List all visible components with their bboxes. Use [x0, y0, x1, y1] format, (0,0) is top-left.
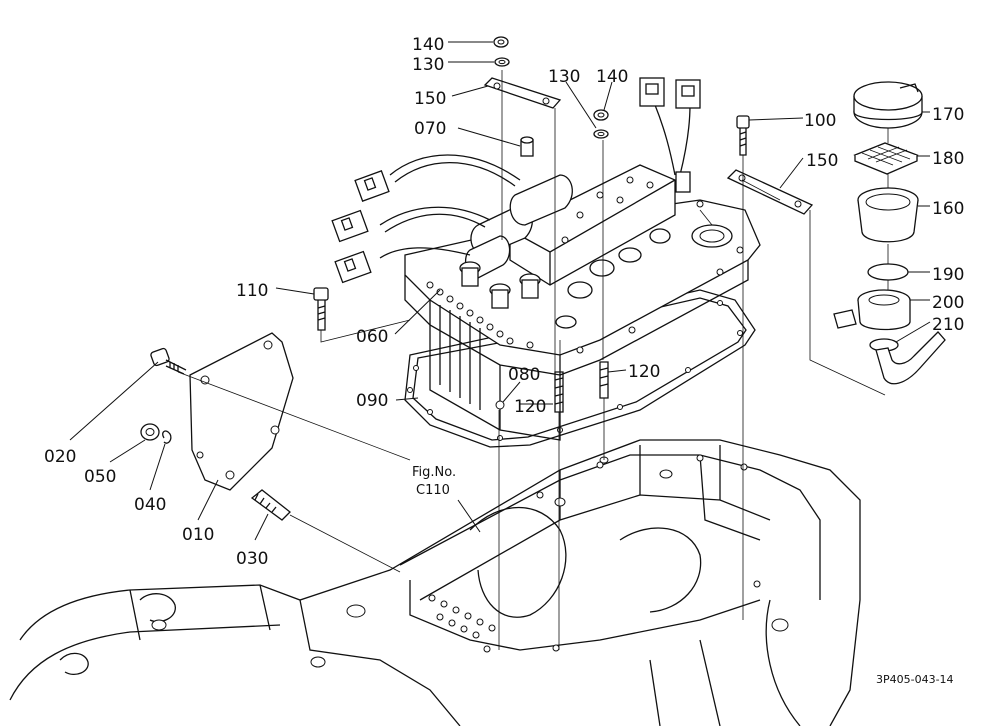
- callout-030: 030: [236, 549, 268, 569]
- wiring-harness: [379, 104, 691, 259]
- callout-190: 190: [932, 265, 964, 285]
- callout-160: 160: [932, 199, 964, 219]
- adapter-200: [833, 289, 911, 331]
- plug-070: [520, 136, 534, 157]
- callout-170: 170: [932, 105, 964, 125]
- plate-150-left: [483, 77, 562, 109]
- callout-120-right: 120: [628, 362, 660, 382]
- leader-lines: [69, 41, 931, 650]
- valve-fittings: [459, 228, 671, 309]
- callout-130-left: 130: [412, 55, 444, 75]
- callout-120-left: 120: [514, 397, 546, 417]
- callout-140-right: 140: [596, 67, 628, 87]
- nut-050: [140, 423, 160, 441]
- o-ring-190: [867, 263, 909, 281]
- stud-030: [250, 489, 291, 521]
- callout-210: 210: [932, 315, 964, 335]
- callout-070: 070: [414, 119, 446, 139]
- connector-left-2: [331, 209, 369, 243]
- figure-reference: Fig.No. C110: [412, 465, 456, 498]
- valve-body-holes: [426, 200, 744, 354]
- connector-top-1: [639, 77, 665, 107]
- washer-130-right: [593, 129, 609, 139]
- drawing-code: 3P405-043-14: [876, 673, 954, 686]
- cap-170: [853, 81, 923, 129]
- cover-plate-010: [189, 332, 294, 491]
- transmission-housing: [9, 439, 861, 726]
- bolt-020: [150, 347, 187, 375]
- nut-140-left: [493, 36, 509, 48]
- bolt-110: [313, 287, 329, 331]
- callout-060: 060: [356, 327, 388, 347]
- washer-130-left: [494, 57, 510, 67]
- callout-200: 200: [932, 293, 964, 313]
- stud-120-right: [599, 361, 609, 399]
- figure-ref-label: Fig.No.: [412, 465, 456, 480]
- callout-100: 100: [804, 111, 836, 131]
- filter-element-180: [853, 142, 919, 175]
- callout-050: 050: [84, 467, 116, 487]
- harness-grommet: [675, 171, 691, 193]
- nut-140-right: [593, 109, 609, 121]
- washer-040: [162, 430, 172, 444]
- o-ring-080: [495, 400, 505, 410]
- callout-130-right: 130: [548, 67, 580, 87]
- housing-160: [857, 187, 919, 243]
- callout-labels: 140 130 150 070 130 140 100 150 170 180 …: [44, 35, 964, 569]
- callout-080: 080: [508, 365, 540, 385]
- figure-ref-value: C110: [416, 483, 450, 498]
- callout-140-left: 140: [412, 35, 444, 55]
- callout-020: 020: [44, 447, 76, 467]
- plate-150-right: [726, 169, 814, 215]
- pipe-210: [869, 331, 946, 385]
- callout-010: 010: [182, 525, 214, 545]
- callout-040: 040: [134, 495, 166, 515]
- stud-120-left: [554, 371, 564, 413]
- callout-110: 110: [236, 281, 268, 301]
- connector-left-1: [354, 170, 390, 202]
- connector-top-2: [675, 79, 701, 109]
- housing-bolt-holes: [428, 454, 761, 653]
- callout-180: 180: [932, 149, 964, 169]
- callout-090: 090: [356, 391, 388, 411]
- callout-150-left: 150: [414, 89, 446, 109]
- callout-150-right: 150: [806, 151, 838, 171]
- connector-left-3: [334, 250, 372, 284]
- bolt-100: [736, 115, 750, 156]
